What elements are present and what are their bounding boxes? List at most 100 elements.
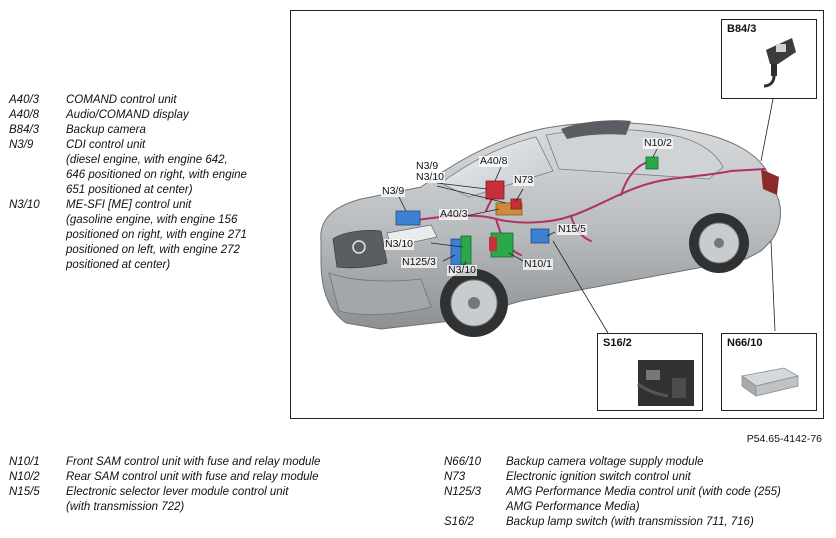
legend-description: CDI control unit (diesel engine, with eng… xyxy=(66,138,279,198)
legend-description-line: Rear SAM control unit with fuse and rela… xyxy=(66,471,319,483)
legend-code: N73 xyxy=(444,471,466,483)
legend-description: Audio/COMAND display xyxy=(66,108,279,123)
callout-n73: N73 xyxy=(513,174,535,186)
car-illustration xyxy=(320,98,782,337)
legend-description-line: AMG Performance Media control unit (with… xyxy=(506,486,781,498)
legend-entry: N10/2 Rear SAM control unit with fuse and… xyxy=(9,470,429,485)
legend-bottom-right: N66/10 Backup camera voltage supply modul… xyxy=(444,455,836,530)
legend-entry: N66/10 Backup camera voltage supply modul… xyxy=(444,455,836,470)
legend-description-line: Backup camera xyxy=(66,124,146,136)
legend-entry: N10/1 Front SAM control unit with fuse an… xyxy=(9,455,429,470)
inset-label-b84-3: B84/3 xyxy=(727,23,757,35)
legend-entry: N3/10 ME-SFI [ME] control unit (gasoline e… xyxy=(9,198,279,273)
grille xyxy=(332,230,388,269)
callout-a40-3: A40/3 xyxy=(439,208,469,220)
legend-description-line: Electronic ignition switch control unit xyxy=(506,471,691,483)
legend-description-line: Backup camera voltage supply module xyxy=(506,456,704,468)
legend-description: Backup camera voltage supply module xyxy=(506,455,836,470)
legend-description: Electronic ignition switch control unit xyxy=(506,470,836,485)
callout-n3-9-top: N3/9 xyxy=(415,160,440,172)
legend-description-line: (gasoline engine, with engine 156 xyxy=(66,214,238,226)
callout-n3-9-left: N3/9 xyxy=(381,185,406,197)
star-emblem xyxy=(352,240,366,254)
module-n3-10 xyxy=(460,235,472,265)
legend-entry: N125/3 AMG Performance Media control unit… xyxy=(444,485,836,515)
backup-lamp-switch-icon xyxy=(637,360,694,406)
legend-description: COMAND control unit xyxy=(66,93,279,108)
legend-description-line: Electronic selector lever module control… xyxy=(66,486,289,498)
inset-label-n66-10: N66/10 xyxy=(727,337,763,349)
module-n10-1-red xyxy=(489,237,497,251)
inset-n66-10: N66/10 xyxy=(721,333,817,411)
backup-camera-icon xyxy=(763,38,796,88)
legend-code: N66/10 xyxy=(444,456,482,468)
inset-label-s16-2: S16/2 xyxy=(603,337,632,349)
legend-entry: N15/5 Electronic selector lever module co… xyxy=(9,485,429,515)
legend-code: N15/5 xyxy=(9,486,40,498)
legend-code: A40/3 xyxy=(9,94,40,106)
legend-code: S16/2 xyxy=(444,516,475,528)
inset-s16-2: S16/2 xyxy=(597,333,703,411)
legend-code: N10/2 xyxy=(9,471,40,483)
legend-description: ME-SFI [ME] control unit (gasoline engine… xyxy=(66,198,279,273)
module-n10-2 xyxy=(645,156,659,170)
tail-lamp xyxy=(761,169,779,195)
legend-description-line: positioned at center) xyxy=(66,259,171,271)
legend-description-line: positioned on left, with engine 272 xyxy=(66,244,240,256)
legend-description-line: 646 positioned on right, with engine xyxy=(66,169,247,181)
callout-n15-5: N15/5 xyxy=(557,223,588,235)
callout-n10-2: N10/2 xyxy=(643,137,674,149)
callout-a40-8: A40/8 xyxy=(479,155,509,167)
legend-description-line: CDI control unit xyxy=(66,139,146,151)
callout-n3-10-left: N3/10 xyxy=(384,238,415,250)
legend-description-line: ME-SFI [ME] control unit xyxy=(66,199,192,211)
legend-code: N3/10 xyxy=(9,199,40,211)
legend-description: Backup lamp switch (with transmission 71… xyxy=(506,515,836,530)
legend-description-line: AMG Performance Media) xyxy=(506,501,640,513)
callout-n3-10-top: N3/10 xyxy=(415,171,446,183)
reference-code: P54.65-4142-76 xyxy=(746,433,822,445)
sunroof xyxy=(561,120,631,139)
legend-code: N10/1 xyxy=(9,456,40,468)
legend-entry: B84/3 Backup camera xyxy=(9,123,279,138)
windshield xyxy=(440,136,554,198)
legend-entry: N3/9 CDI control unit (diesel engine, with… xyxy=(9,138,279,198)
legend-code: A40/8 xyxy=(9,109,40,121)
front-bumper xyxy=(328,272,432,315)
callout-n125-3: N125/3 xyxy=(401,256,437,268)
legend-code: B84/3 xyxy=(9,124,40,136)
leader-lines xyxy=(398,98,776,334)
legend-description-line: Audio/COMAND display xyxy=(66,109,189,121)
module-n73 xyxy=(510,198,522,210)
rear-wheel xyxy=(689,213,749,273)
legend-bottom-left: N10/1 Front SAM control unit with fuse an… xyxy=(9,455,429,515)
legend-description-line: (diesel engine, with engine 642, xyxy=(66,154,228,166)
legend-description: Rear SAM control unit with fuse and rela… xyxy=(66,470,429,485)
module-n3-9 xyxy=(395,210,421,226)
callout-n3-10-bottom: N3/10 xyxy=(447,264,478,276)
legend-description: Front SAM control unit with fuse and rel… xyxy=(66,455,429,470)
callout-n10-1: N10/1 xyxy=(523,258,554,270)
legend-entry: A40/3 COMAND control unit xyxy=(9,93,279,108)
legend-description-line: Backup lamp switch (with transmission 71… xyxy=(506,516,754,528)
inset-b84-3: B84/3 xyxy=(721,19,817,99)
legend-description-line: COMAND control unit xyxy=(66,94,177,106)
legend-description-line: 651 positioned at center) xyxy=(66,184,193,196)
legend-code: N3/9 xyxy=(9,139,34,151)
legend-description-line: positioned on right, with engine 271 xyxy=(66,229,247,241)
voltage-supply-module-icon xyxy=(741,367,800,397)
legend-description-line: Front SAM control unit with fuse and rel… xyxy=(66,456,321,468)
legend-code: N125/3 xyxy=(444,486,482,498)
legend-entry: A40/8 Audio/COMAND display xyxy=(9,108,279,123)
legend-entry: S16/2 Backup lamp switch (with transmissi… xyxy=(444,515,836,530)
module-n15-5 xyxy=(530,228,550,244)
legend-description: Backup camera xyxy=(66,123,279,138)
legend-description: AMG Performance Media control unit (with… xyxy=(506,485,836,515)
diagram-frame: B84/3 S16/2 N66/10 N3/9 N3/10 A40/8 N73 … xyxy=(290,10,824,419)
module-a40-8 xyxy=(485,180,505,200)
legend-description: Electronic selector lever module control… xyxy=(66,485,429,515)
legend-description-line: (with transmission 722) xyxy=(66,501,185,513)
legend-entry: N73 Electronic ignition switch control un… xyxy=(444,470,836,485)
front-wheel xyxy=(440,269,508,337)
